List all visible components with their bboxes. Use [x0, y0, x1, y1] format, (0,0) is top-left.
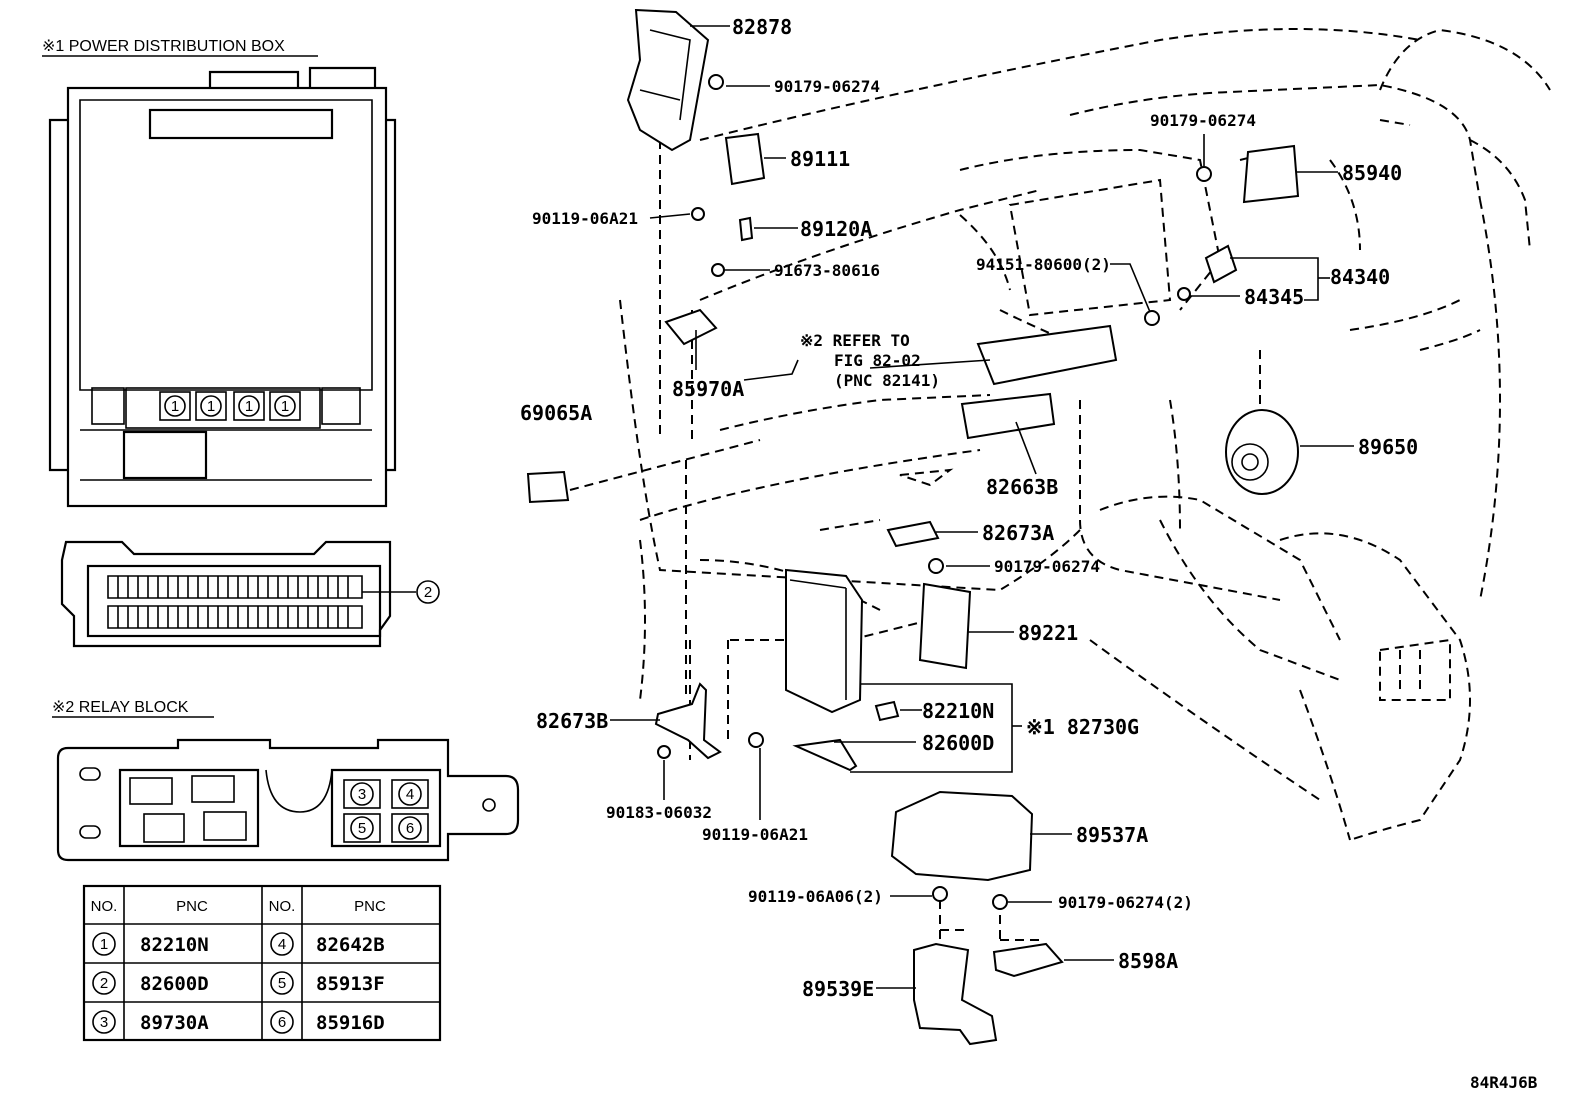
label-89539E: 89539E	[802, 977, 874, 1001]
pnc-table: NO. PNC NO. PNC 1 82210N 4 82642B 2 8260…	[82, 884, 442, 1042]
table-row-3-pnc-2: 85916D	[316, 1012, 385, 1034]
circle-6-label: 6	[406, 820, 414, 837]
label-refer-line-2: FIG 82-02	[834, 351, 921, 370]
table-row-2-no-1: 2	[100, 975, 108, 992]
label-90179-06274-top: 90179-06274	[774, 77, 880, 96]
part-89221-module	[918, 582, 972, 670]
part-89539E-bracket	[913, 942, 998, 1046]
table-row-3-no-2: 6	[278, 1014, 286, 1031]
circle-1-c-label: 1	[245, 398, 253, 415]
circle-1-a-label: 1	[171, 398, 179, 415]
label-84345: 84345	[1244, 285, 1304, 309]
label-82673A: 82673A	[982, 521, 1054, 545]
box-fuse-circles: 1 1 1 1	[159, 391, 301, 421]
circle-1-a	[164, 395, 186, 417]
table-header-pnc-1: PNC	[176, 898, 208, 915]
power-distribution-box-side: 2	[60, 540, 440, 648]
label-82878: 82878	[732, 15, 792, 39]
label-refer-line-3: (PNC 82141)	[834, 371, 940, 390]
table-header-no-2: NO.	[269, 898, 296, 915]
diagram-code: 84R4J6B	[1470, 1073, 1538, 1092]
label-82600D: 82600D	[922, 731, 994, 755]
label-82663B: 82663B	[986, 475, 1058, 499]
part-labels: 82878 90179-06274 89111 90119-06A21 8912…	[520, 15, 1418, 1001]
circle-3	[350, 782, 374, 806]
label-90179-06274-mid: 90179-06274	[994, 557, 1100, 576]
table-row-1-pnc-2: 82642B	[316, 934, 385, 956]
power-box-header: ※1 POWER DISTRIBUTION BOX	[42, 38, 285, 55]
relay-block	[56, 738, 520, 862]
part-89537A-module	[890, 790, 1034, 882]
circle-4	[398, 782, 422, 806]
circle-6	[398, 816, 422, 840]
label-82730G: ※1 82730G	[1026, 715, 1139, 739]
table-row-2-no-2: 5	[278, 975, 286, 992]
part-82600D-bracket	[792, 738, 858, 772]
table-header-pnc-2: PNC	[354, 898, 386, 915]
table-row-1-no-1: 1	[100, 936, 108, 953]
part-85970A-bracket	[664, 308, 718, 346]
table-row-3-no-1: 3	[100, 1014, 108, 1031]
label-90119-06A21-bottom: 90119-06A21	[702, 825, 808, 844]
circle-5	[350, 816, 374, 840]
label-90119-06A21-top: 90119-06A21	[532, 209, 638, 228]
circle-3-label: 3	[358, 786, 366, 803]
label-90179-06274-bottom: 90179-06274(2)	[1058, 893, 1193, 912]
label-89111: 89111	[790, 147, 850, 171]
part-82210N-clip	[874, 700, 900, 722]
table-row-3-pnc-1: 89730A	[140, 1012, 209, 1034]
part-82663B-holder	[960, 392, 1056, 440]
label-90179-06274-right: 90179-06274	[1150, 111, 1256, 130]
circle-1-d	[274, 395, 296, 417]
label-89537A: 89537A	[1076, 823, 1148, 847]
circle-2-label: 2	[424, 584, 432, 601]
circle-5-label: 5	[358, 820, 366, 837]
table-row-2-pnc-2: 85913F	[316, 973, 385, 995]
table-row-1-pnc-1: 82210N	[140, 934, 209, 956]
table-header-no-1: NO.	[91, 898, 118, 915]
power-distribution-box-front	[48, 66, 397, 508]
label-8598A: 8598A	[1118, 949, 1178, 973]
label-82673B: 82673B	[536, 709, 608, 733]
label-85940: 85940	[1342, 161, 1402, 185]
table-row-2-pnc-1: 82600D	[140, 973, 209, 995]
circle-1-d-label: 1	[281, 398, 289, 415]
part-84340-switch	[1204, 244, 1238, 284]
label-94151-80600: 94151-80600(2)	[976, 255, 1111, 274]
circle-1-b	[200, 395, 222, 417]
label-91673-80616: 91673-80616	[774, 261, 880, 280]
circle-1-c	[238, 395, 260, 417]
circle-4-label: 4	[406, 786, 414, 803]
part-82673A-bracket	[886, 520, 940, 548]
part-82730G-junction-block	[785, 568, 864, 714]
table-row-1-no-2: 4	[278, 936, 286, 953]
part-82673B-bracket	[654, 682, 722, 760]
part-89650-speaker	[1225, 409, 1299, 495]
part-89111-module	[724, 132, 766, 186]
fasteners	[657, 74, 1212, 910]
label-82210N: 82210N	[922, 699, 994, 723]
label-69065A: 69065A	[520, 401, 592, 425]
label-89120A: 89120A	[800, 217, 872, 241]
relay-circles: 3 4 5 6	[350, 782, 422, 840]
label-84340: 84340	[1330, 265, 1390, 289]
circle-2	[416, 580, 440, 604]
leader-lines	[610, 25, 1354, 989]
part-82878-bracket	[626, 8, 710, 152]
dashboard-outline	[619, 28, 1551, 841]
label-85970A: 85970A	[672, 377, 744, 401]
label-90119-06A06: 90119-06A06(2)	[748, 887, 883, 906]
relay-block-header: ※2 RELAY BLOCK	[52, 699, 189, 716]
part-69065A-socket	[526, 470, 570, 504]
label-89650: 89650	[1358, 435, 1418, 459]
part-8598A-sensor	[992, 942, 1064, 978]
circle-1-b-label: 1	[207, 398, 215, 415]
label-refer-line-1: ※2 REFER TO	[800, 331, 910, 350]
part-85940-module	[1242, 144, 1300, 204]
label-89221: 89221	[1018, 621, 1078, 645]
part-82141-relay	[976, 324, 1118, 386]
label-90183-06032: 90183-06032	[606, 803, 712, 822]
